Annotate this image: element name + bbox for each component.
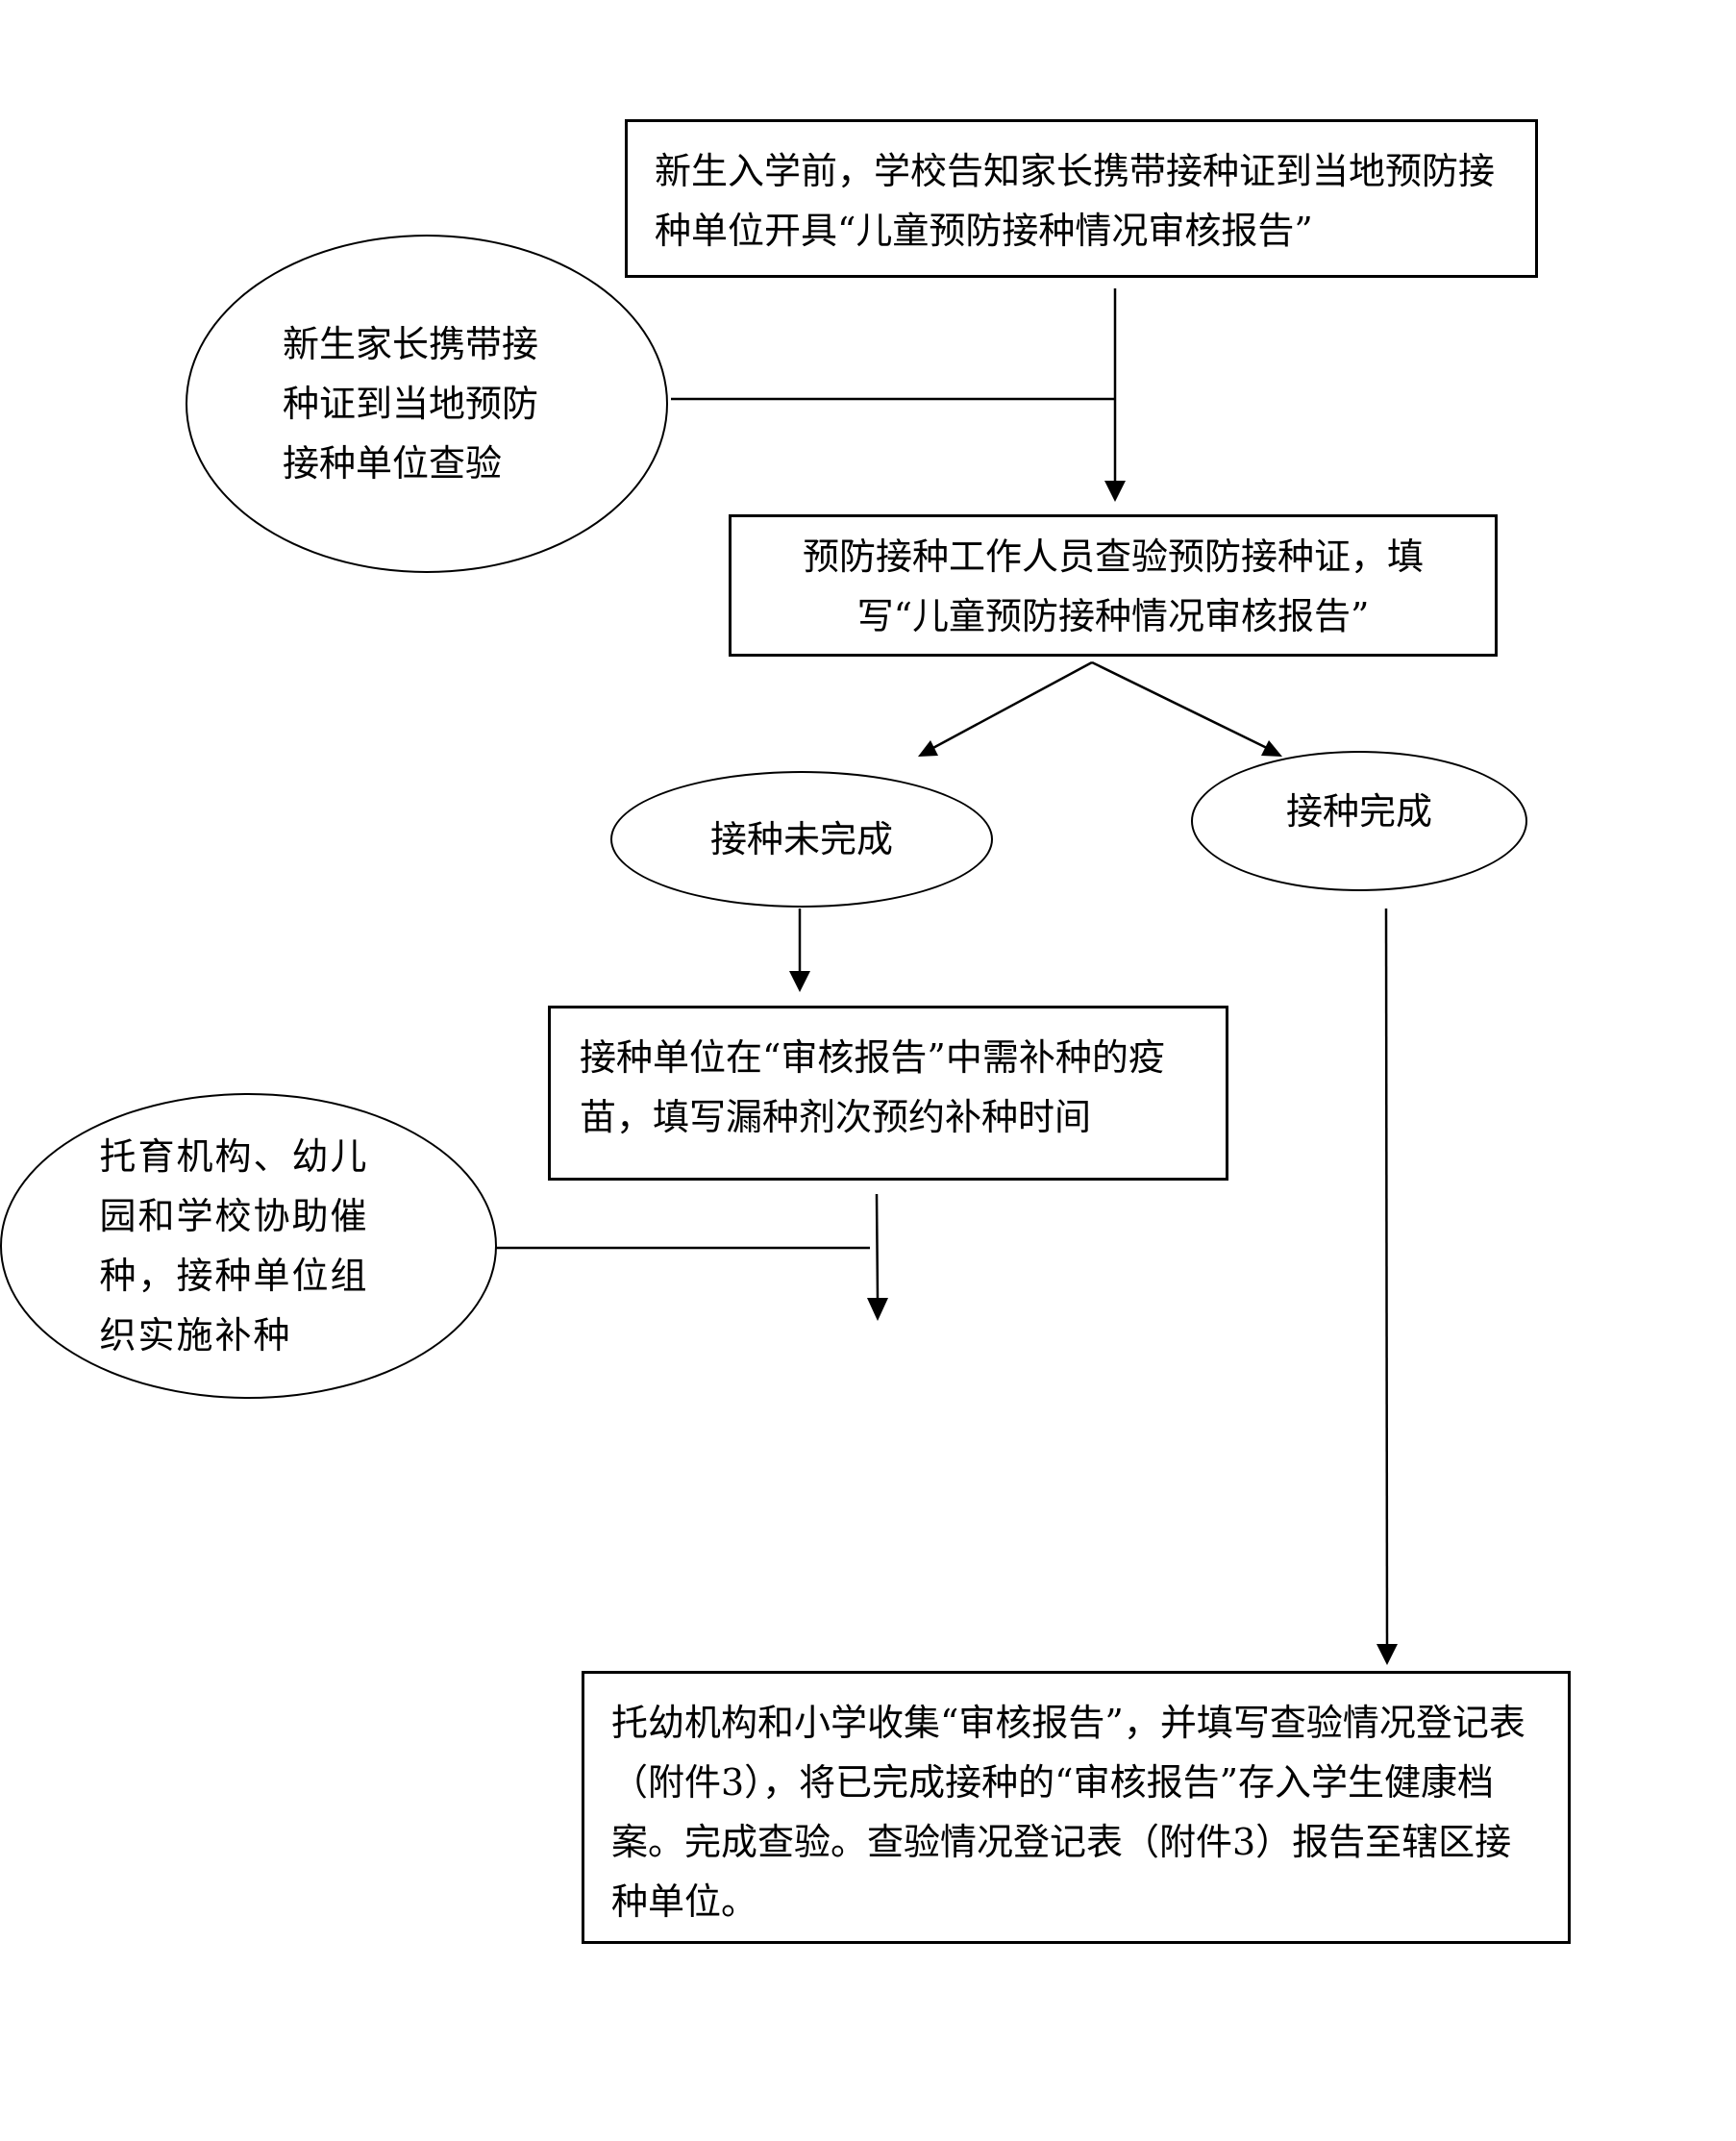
school-notice-text: 新生入学前，学校告知家长携带接种证到当地预防接种单位开具“儿童预防接种情况审核报… (655, 150, 1496, 252)
assist-catchup-ellipse: 托育机构、幼儿园和学校协助催种，接种单位组织实施补种 (0, 1093, 497, 1399)
parent-visit-text: 新生家长携带接种证到当地预防接种单位查验 (283, 323, 539, 485)
staff-check-box: 预防接种工作人员查验预防接种证，填写“儿童预防接种情况审核报告” (729, 514, 1498, 657)
assist-catchup-text: 托育机构、幼儿园和学校协助催种，接种单位组织实施补种 (99, 1135, 369, 1357)
collect-reports-box: 托幼机构和小学收集“审核报告”，并填写查验情况登记表（附件3），将已完成接种的“… (582, 1671, 1571, 1944)
staff-check-text: 预防接种工作人员查验预防接种证，填写“儿童预防接种情况审核报告” (802, 535, 1424, 637)
arrow-check-to-complete (1091, 660, 1272, 752)
incomplete-text: 接种未完成 (709, 818, 893, 860)
complete-text: 接种完成 (1285, 790, 1432, 833)
complete-ellipse: 接种完成 (1191, 751, 1527, 891)
school-notice-box: 新生入学前，学校告知家长携带接种证到当地预防接种单位开具“儿童预防接种情况审核报… (625, 119, 1538, 278)
arrow-check-to-incomplete (929, 660, 1093, 752)
incomplete-ellipse: 接种未完成 (610, 771, 993, 908)
arrow-schedule-down (875, 1193, 880, 1301)
arrow-complete-to-collect (1384, 908, 1389, 1645)
collect-reports-text: 托幼机构和小学收集“审核报告”，并填写查验情况登记表（附件3），将已完成接种的“… (611, 1702, 1525, 1923)
fill-schedule-box: 接种单位在“审核报告”中需补种的疫苗，填写漏种剂次预约补种时间 (548, 1006, 1228, 1181)
parent-visit-ellipse: 新生家长携带接种证到当地预防接种单位查验 (186, 235, 668, 573)
fill-schedule-text: 接种单位在“审核报告”中需补种的疫苗，填写漏种剂次预约补种时间 (580, 1036, 1165, 1138)
